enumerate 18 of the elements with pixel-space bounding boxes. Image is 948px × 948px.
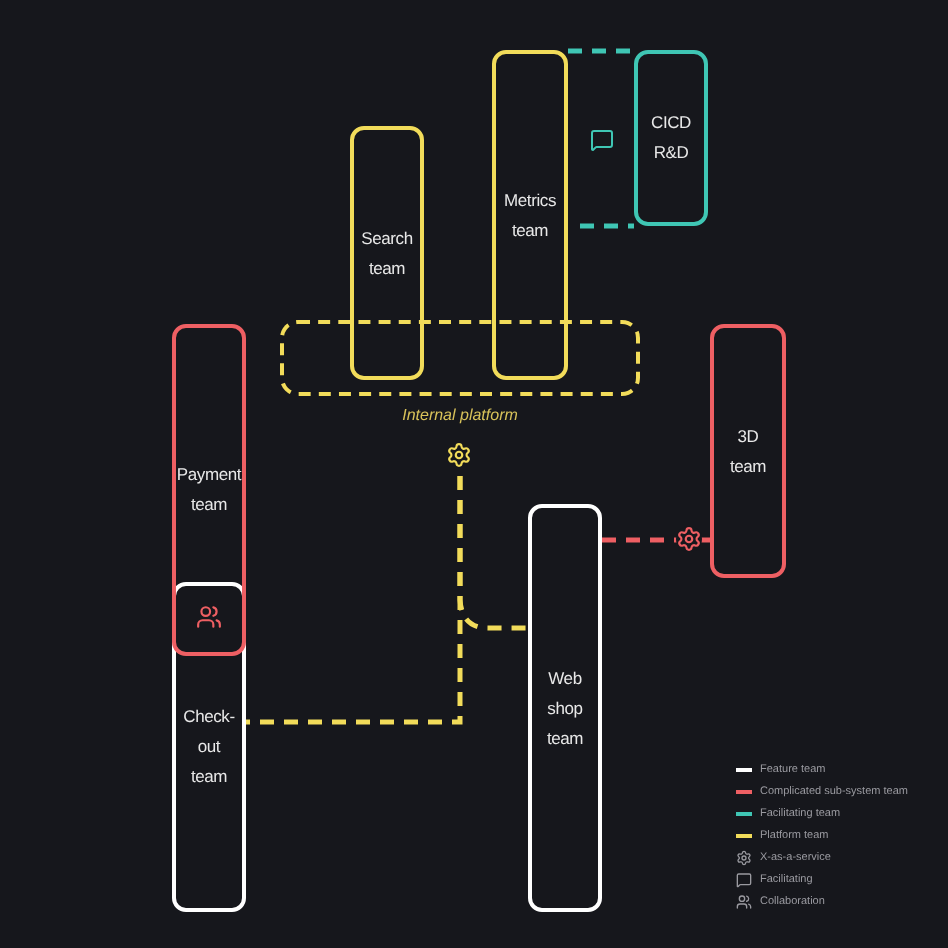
- team-name: Check-out team: [183, 704, 235, 790]
- team-name: Payment team: [176, 462, 242, 518]
- team-name: Metrics team: [504, 187, 556, 243]
- team-box: [492, 50, 568, 380]
- team-name: Web shop team: [546, 665, 584, 751]
- team-box: [350, 126, 424, 380]
- team-name: CICD R&D: [651, 110, 691, 166]
- platform-label: Internal platform: [400, 406, 520, 424]
- connector-line: [602, 537, 710, 543]
- team-name: Search team: [361, 225, 413, 281]
- team-name: 3D team: [729, 423, 767, 479]
- team-box: [528, 504, 602, 912]
- team-box: [172, 582, 246, 912]
- team-box: [172, 324, 246, 656]
- connector-line: [565, 48, 637, 229]
- connector-line: [457, 476, 528, 631]
- team-box: [634, 50, 708, 226]
- team-box: [710, 324, 786, 578]
